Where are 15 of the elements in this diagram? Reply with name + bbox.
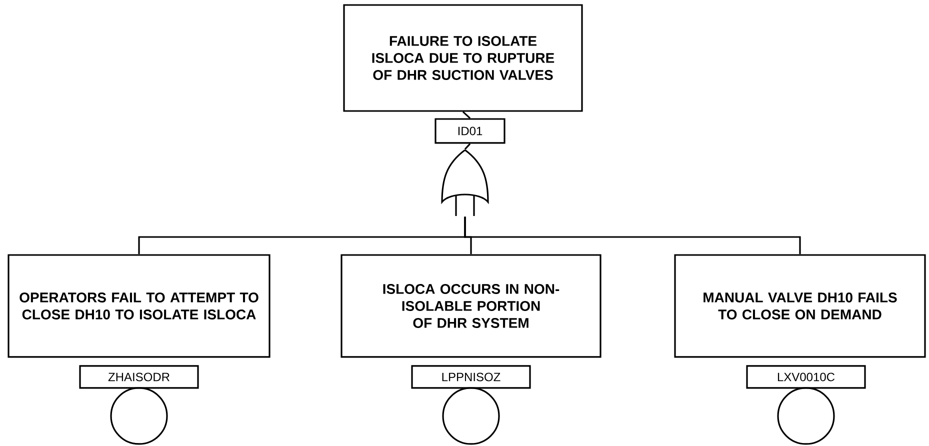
event-box: ISLOCA OCCURS IN NON-ISOLABLE PORTION OF DHR SYSTEM [340,254,602,358]
event-id-tag: ID01 [434,118,506,144]
basic-event-circle [777,387,835,445]
or-gate-drawing [441,149,489,216]
basic-event-circle [110,387,168,445]
event-box: MANUAL VALVE DH10 FAILS TO CLOSE ON DEMAND [674,254,926,358]
connector-line [464,216,801,254]
event-id-tag: LPPNISOZ [411,365,531,389]
event-id-tag: LXV0010C [746,365,866,389]
event-box: OPERATORS FAIL TO ATTEMPT TO CLOSE DH10 TO ISOLATE ISLOCA [8,254,270,358]
event-id-tag: ZHAISODR [79,365,199,389]
connector-line [464,143,471,150]
basic-event-circle [442,387,500,445]
event-box: FAILURE TO ISOLATE ISLOCA DUE TO RUPTURE OF DHR SUCTION VALVES [343,4,583,112]
connector-line [462,111,471,119]
